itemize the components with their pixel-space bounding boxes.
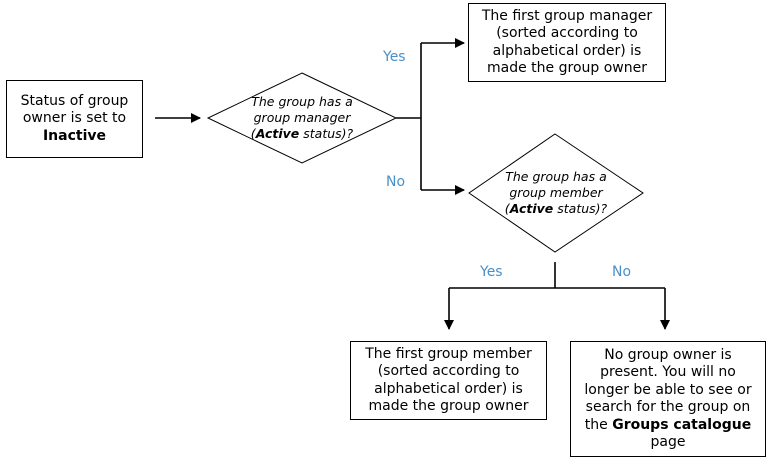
decision-member-status-suffix: status)? <box>553 201 608 216</box>
decision-member-paren: ( <box>504 201 510 216</box>
decision-member-diamond <box>468 133 644 253</box>
edge-label-member-yes: Yes <box>480 264 503 280</box>
edge-label-manager-no: No <box>386 174 406 190</box>
decision-member-line-2: group member <box>509 185 603 200</box>
decision-manager-diamond <box>206 72 398 164</box>
no-owner-box: No group owner is present. You will no l… <box>570 341 766 457</box>
start-line-1: Status of group <box>20 92 129 109</box>
no-owner-line-4: search for the group on <box>585 399 751 415</box>
manager-owner-line-3: alphabetical order) is <box>492 42 642 59</box>
start-box: Status of group owner is set to Inactive <box>6 80 143 158</box>
start-status-value: Inactive <box>42 127 107 144</box>
decision-member-status: Active <box>509 201 554 216</box>
decision-member-line-1: The group has a <box>505 169 607 184</box>
decision-manager-line-2: group manager <box>253 110 351 125</box>
manager-owner-box: The first group manager (sorted accordin… <box>468 3 666 82</box>
member-owner-line-3: alphabetical order) is <box>374 380 523 397</box>
member-owner-box: The first group member (sorted according… <box>350 341 547 420</box>
member-owner-line-2: (sorted according to <box>377 363 520 379</box>
no-owner-line-3: longer be able to see or <box>584 381 752 398</box>
no-owner-line-1: No group owner is <box>604 346 732 363</box>
no-owner-line-6: page <box>650 434 686 450</box>
manager-owner-line-2: (sorted according to <box>496 25 638 41</box>
decision-manager-question: The group has a group manager (Active st… <box>222 94 382 142</box>
decision-manager-status-suffix: status)? <box>299 126 354 141</box>
decision-manager-status: Active <box>255 126 300 141</box>
groups-catalogue-label: Groups catalogue <box>612 416 752 433</box>
manager-owner-line-1: The first group manager <box>481 7 653 24</box>
decision-manager-line-1: The group has a <box>251 94 353 109</box>
no-owner-line-5-prefix: the <box>584 416 613 433</box>
no-owner-line-2: present. You will no <box>600 364 736 380</box>
decision-manager-paren: ( <box>250 126 256 141</box>
member-owner-line-1: The first group member <box>365 345 532 362</box>
member-owner-line-4: made the group owner <box>368 398 529 414</box>
decision-member-question: The group has a group member (Active sta… <box>476 169 636 217</box>
manager-owner-line-4: made the group owner <box>487 60 647 76</box>
edge-label-manager-yes: Yes <box>383 49 406 65</box>
edge-label-member-no: No <box>612 264 632 280</box>
start-line-2: owner is set to <box>22 110 127 127</box>
